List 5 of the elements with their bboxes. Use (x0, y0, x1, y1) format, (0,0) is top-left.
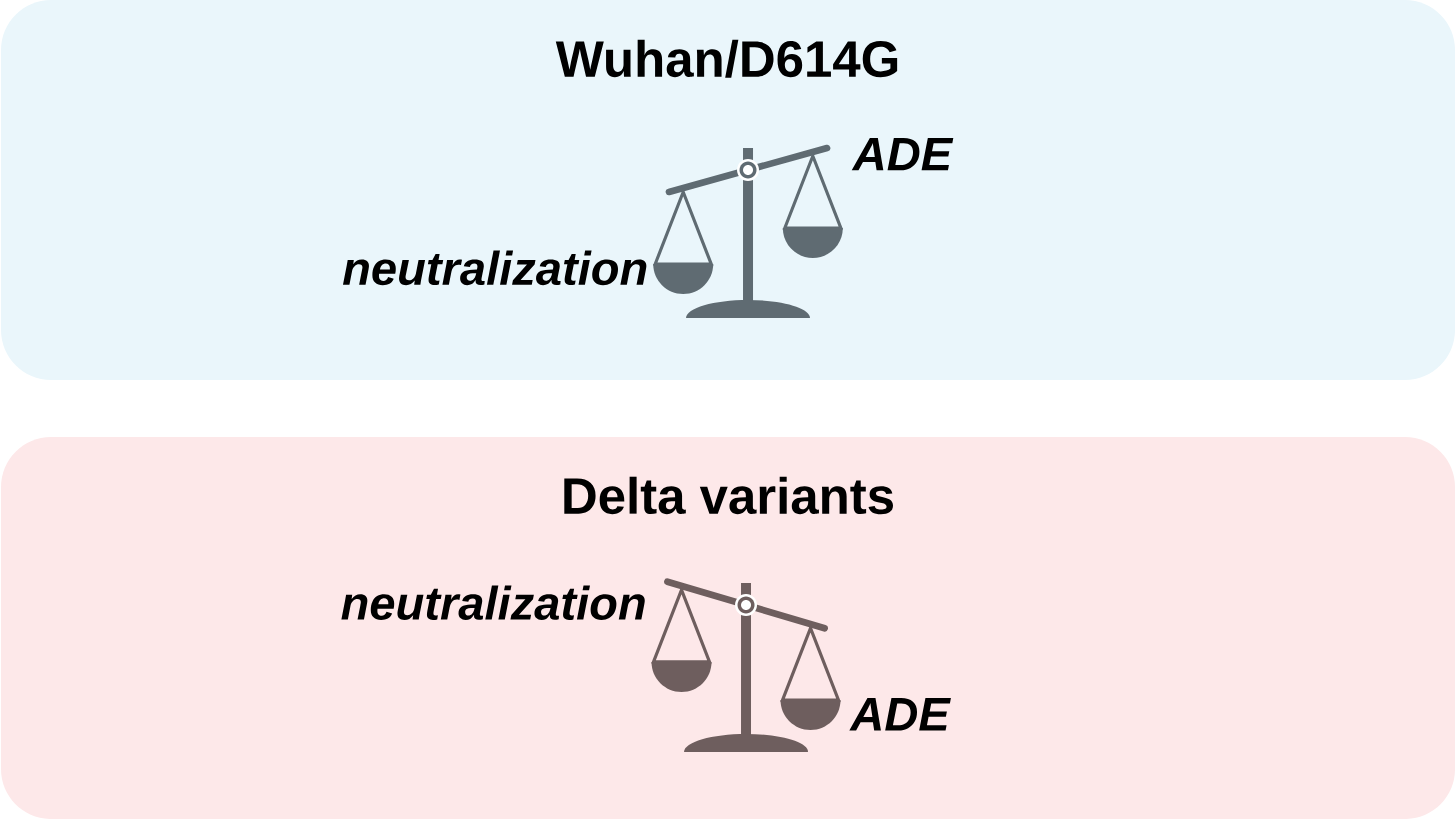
pan-label: neutralization (343, 250, 647, 286)
pan-label: neutralization (341, 585, 645, 620)
pan-label: ADE (851, 137, 954, 171)
pan-label: ADE (849, 698, 951, 731)
scale-drawing (651, 578, 841, 752)
